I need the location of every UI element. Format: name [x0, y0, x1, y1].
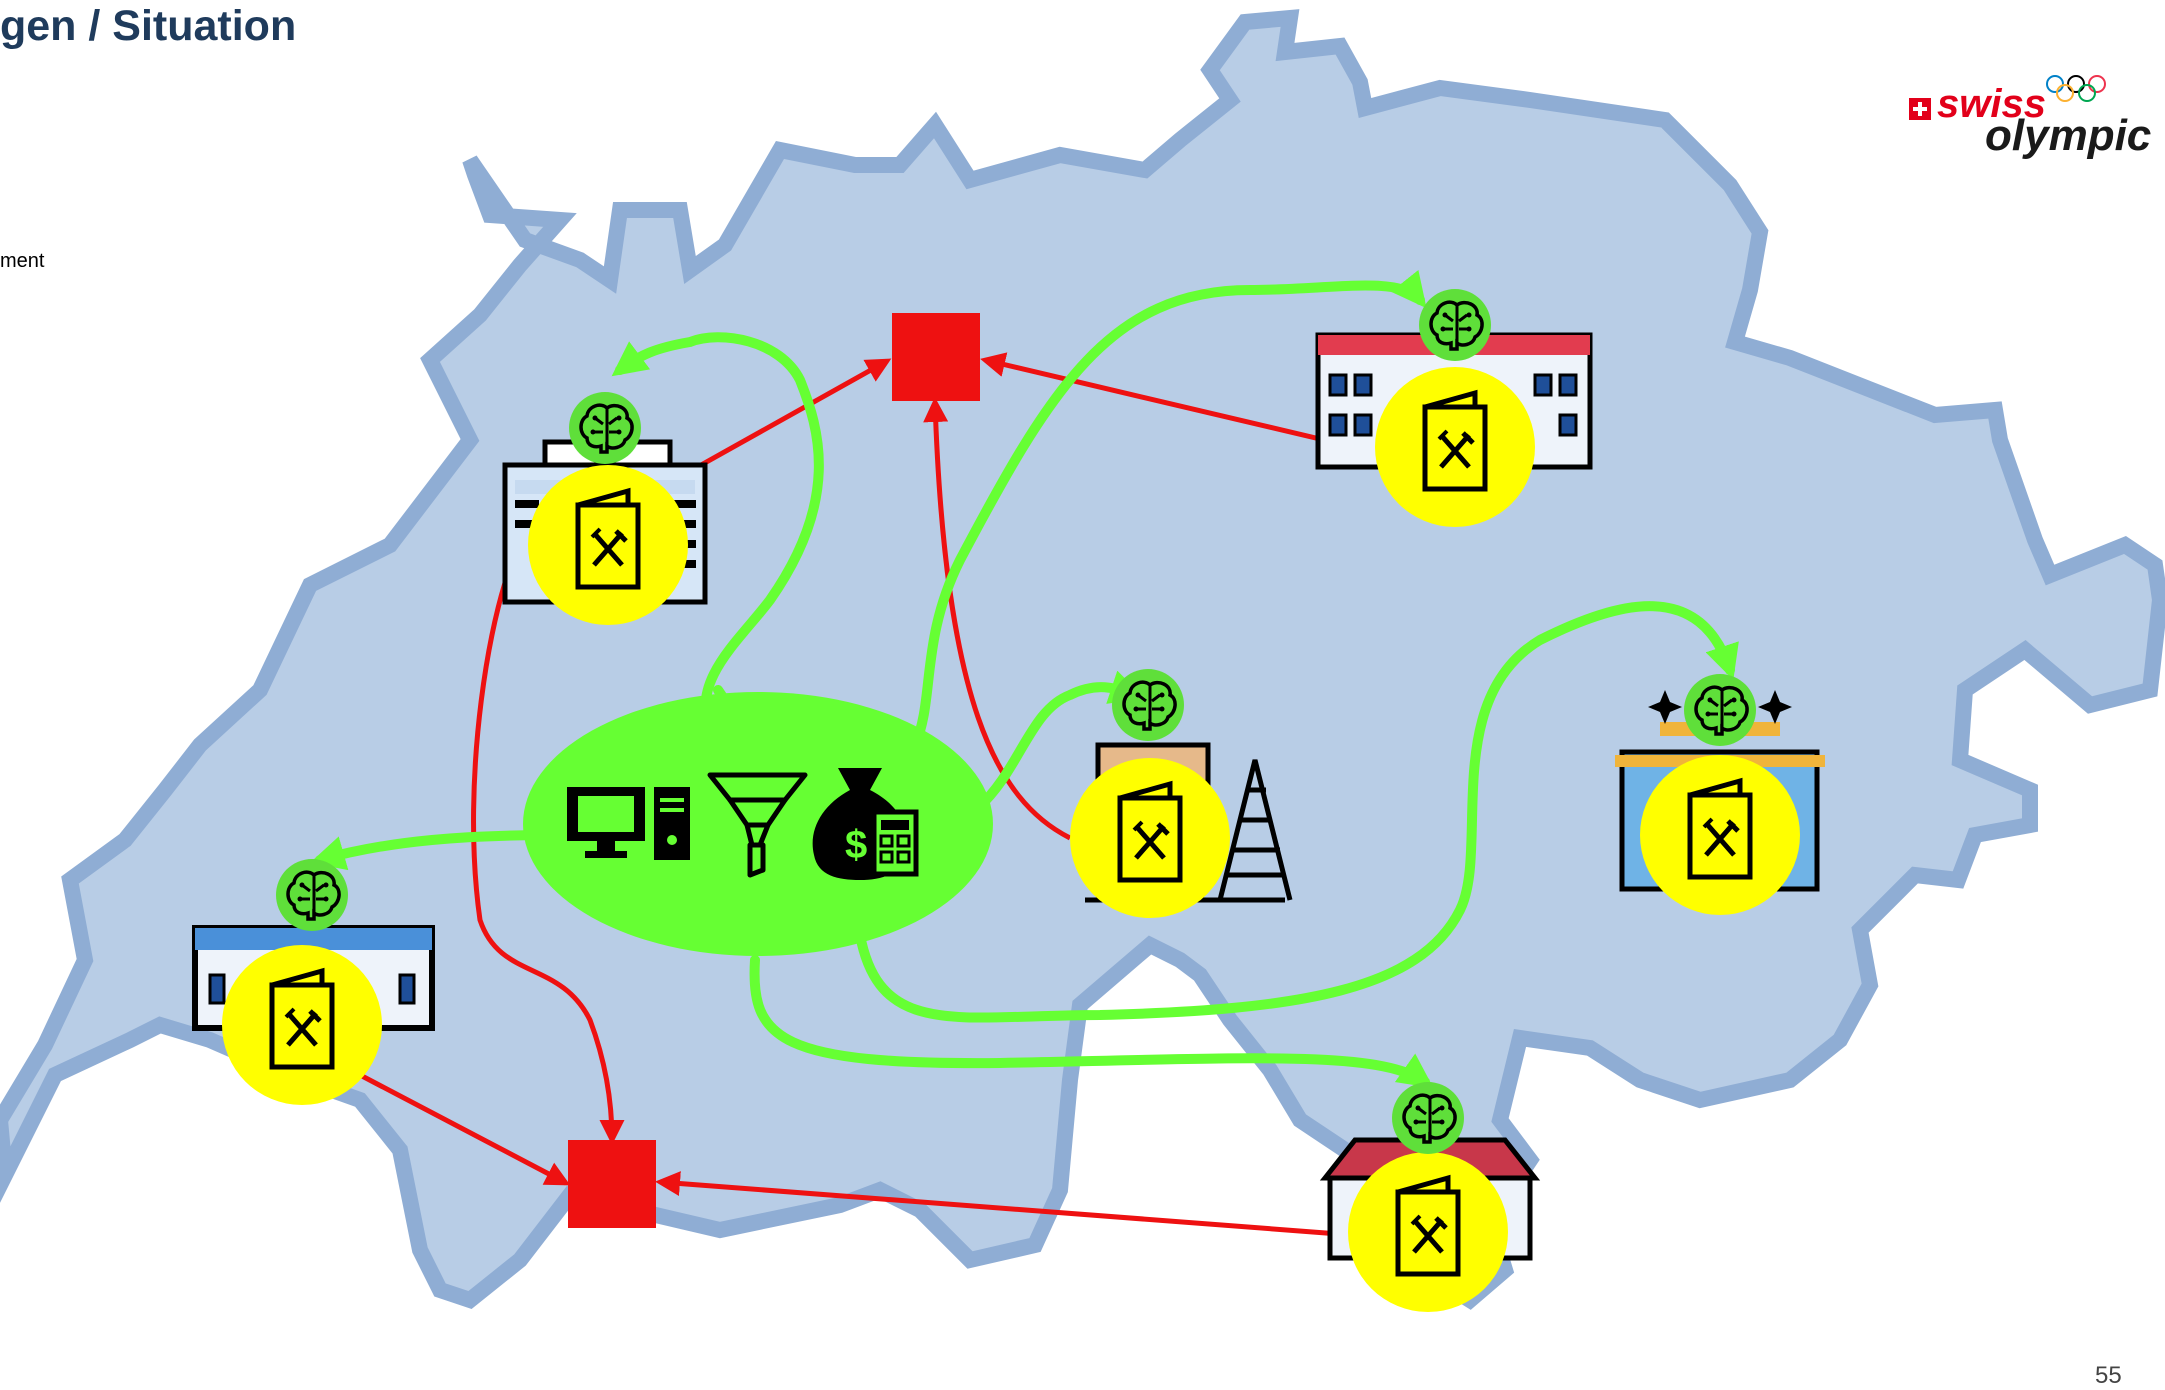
- olympic-rings-icon: [2046, 75, 2106, 102]
- logo-swiss-text: swiss: [1937, 82, 2046, 126]
- venue-northeast: [1315, 287, 1593, 527]
- menu-card-icon: [1640, 755, 1800, 915]
- calculator-icon: [871, 809, 919, 877]
- switzerland-map: [0, 9, 2165, 1310]
- brain-icon: [567, 390, 643, 466]
- brain-icon: [274, 857, 350, 933]
- computer-icon: [567, 787, 690, 860]
- red-square-north: [892, 313, 980, 401]
- central-hub: $: [523, 692, 993, 956]
- menu-card-icon: [1375, 367, 1535, 527]
- brain-icon: [1110, 667, 1186, 743]
- venue-northwest: [502, 390, 708, 625]
- brain-icon: [1417, 287, 1493, 363]
- side-text-fragment: ment: [0, 250, 45, 272]
- venue-center: [1070, 667, 1293, 918]
- menu-card-icon: [1348, 1152, 1508, 1312]
- venue-east: [1615, 672, 1825, 915]
- venue-west: [192, 857, 435, 1105]
- menu-card-icon: [528, 465, 688, 625]
- menu-card-icon: [222, 945, 382, 1105]
- funnel-icon: [707, 772, 808, 878]
- brain-icon: [1682, 672, 1758, 748]
- swiss-flag-icon: [1909, 98, 1931, 120]
- svg-text:$: $: [845, 823, 867, 867]
- slide-title: gen / Situation: [0, 2, 297, 50]
- swiss-olympic-logo: swiss olympic: [1905, 68, 2151, 168]
- venue-south: [1319, 1080, 1541, 1312]
- brain-icon: [1390, 1080, 1466, 1156]
- logo-olympic-text: olympic: [1985, 111, 2152, 160]
- menu-card-icon: [1070, 758, 1230, 918]
- red-square-south: [568, 1140, 656, 1228]
